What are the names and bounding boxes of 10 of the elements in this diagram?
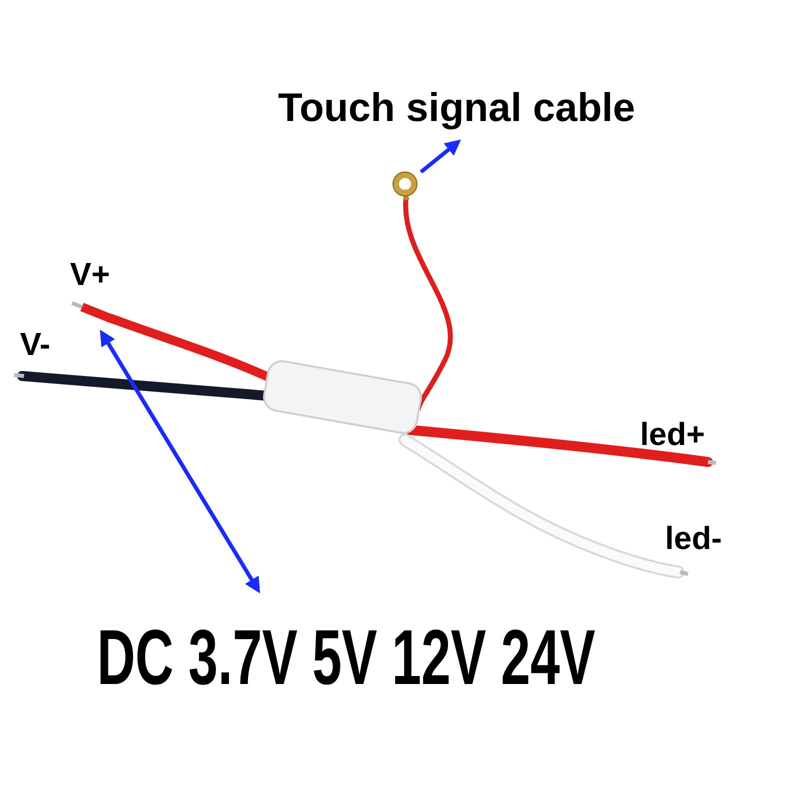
wire-end — [71, 301, 114, 324]
pin-label: V+ — [70, 258, 110, 290]
pin-label: led- — [665, 522, 722, 554]
ring-terminal — [392, 172, 418, 201]
pin-label: V- — [20, 328, 50, 360]
voltage-label: DC 3.7V 5V 12V 24V — [97, 618, 596, 696]
pin-label: led+ — [640, 418, 705, 450]
cable-label: Touch signal cable — [278, 88, 636, 128]
arrow — [100, 330, 260, 594]
arrow — [420, 139, 462, 174]
